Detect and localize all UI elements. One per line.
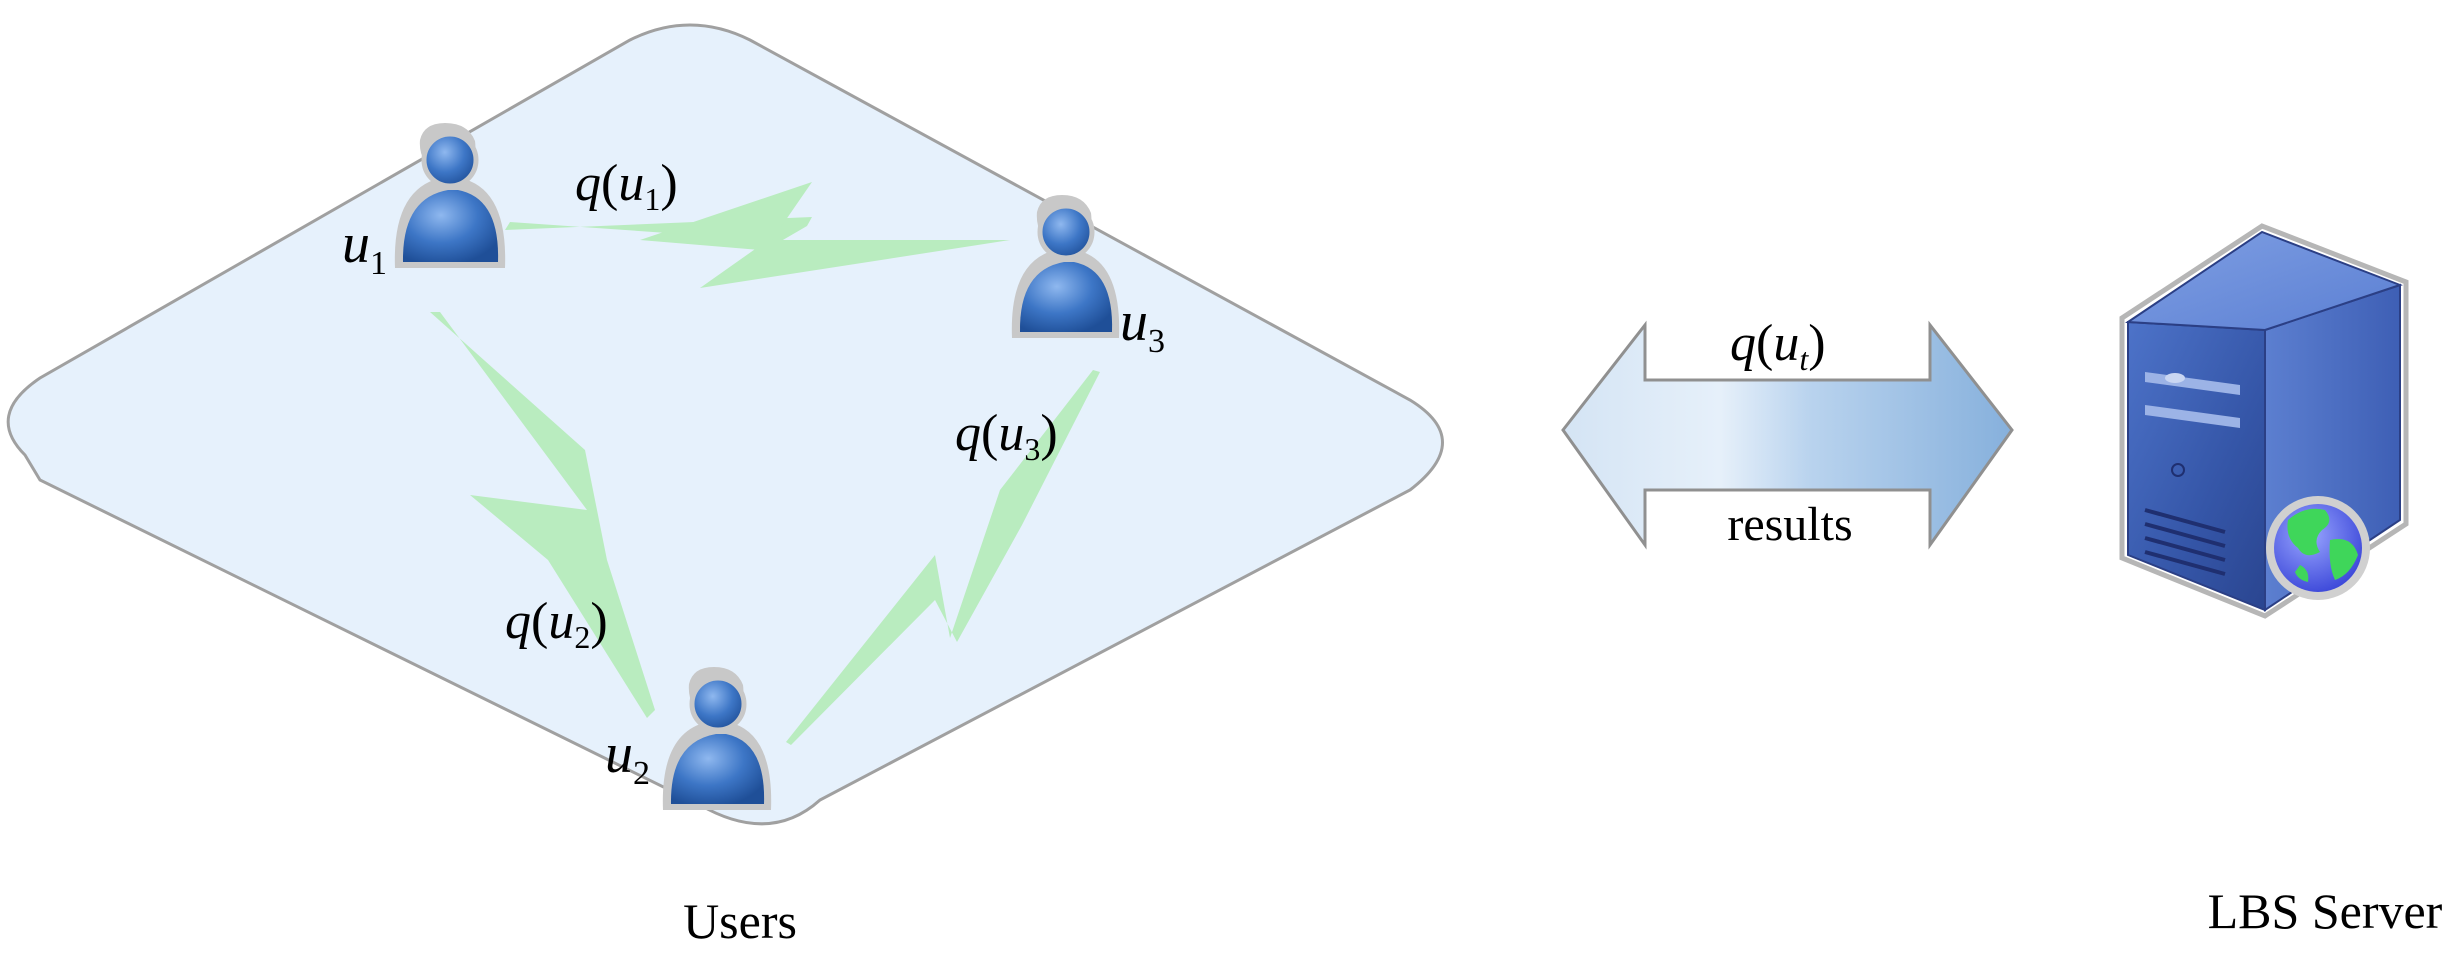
query-label-u1: q(u1) xyxy=(575,155,678,217)
user-u2 xyxy=(662,667,772,810)
globe-icon xyxy=(2266,496,2370,600)
link-u1-u3-mid xyxy=(640,182,1010,288)
response-label: results xyxy=(1727,498,1852,551)
label-u1: u1 xyxy=(342,213,387,282)
label-u3: u3 xyxy=(1120,291,1165,360)
request-label: q(ut) xyxy=(1730,315,1826,377)
link-u1-u2 xyxy=(430,312,655,718)
user-u3 xyxy=(1011,195,1120,338)
users-caption: Users xyxy=(683,893,797,949)
label-u2: u2 xyxy=(605,723,650,792)
link-u2-u3 xyxy=(786,370,1100,745)
query-label-u3: q(u3) xyxy=(955,405,1058,467)
exchange-arrow xyxy=(1561,320,2014,550)
query-label-u2: q(u2) xyxy=(505,593,608,655)
user-u1 xyxy=(394,123,506,268)
server-caption: LBS Server xyxy=(2208,883,2443,939)
